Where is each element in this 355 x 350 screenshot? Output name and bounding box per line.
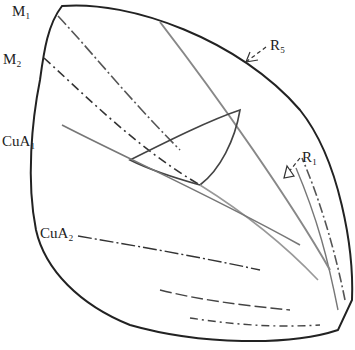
vein-label: CuA₂ [40,226,74,241]
vein-label: M₂ [3,52,22,67]
vein-label: R₁ [302,150,317,165]
vein-label: M₁ [12,4,31,19]
vein-label: R₅ [270,38,285,53]
vein-label: CuA₁ [2,134,36,149]
